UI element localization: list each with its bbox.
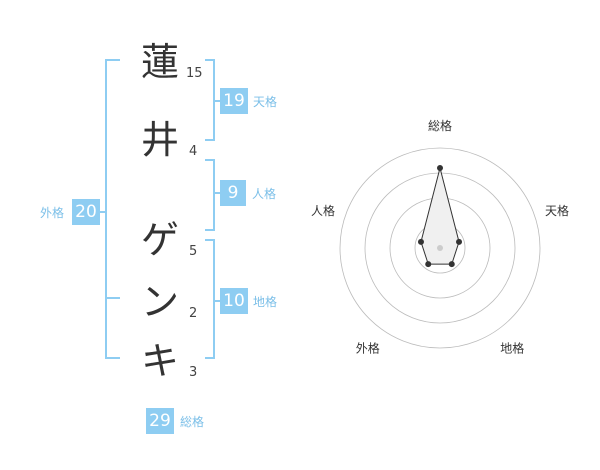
radar-ring-4 bbox=[339, 147, 541, 349]
chikaku-bracket bbox=[205, 239, 215, 359]
radar-axis-label: 天格 bbox=[545, 203, 569, 218]
name-char-5: キ bbox=[140, 339, 179, 383]
radar-axis-label: 地格 bbox=[500, 341, 524, 356]
jinkaku-badge: 9 bbox=[220, 180, 246, 206]
radar-point-2 bbox=[456, 238, 463, 245]
radar-axis-label: 外格 bbox=[356, 341, 380, 356]
name-char-4: ン bbox=[140, 280, 179, 324]
stroke-count-5: 3 bbox=[189, 365, 198, 380]
chikaku-badge: 10 bbox=[220, 288, 248, 314]
stroke-count-1: 15 bbox=[186, 66, 203, 81]
radar-axis-label: 人格 bbox=[311, 203, 335, 218]
name-char-3: ゲ bbox=[140, 218, 179, 262]
chikaku-label: 地格 bbox=[253, 295, 278, 309]
stroke-count-3: 5 bbox=[189, 244, 198, 259]
soukaku-label: 総格 bbox=[180, 415, 205, 429]
gaikaku-badge: 20 bbox=[72, 199, 100, 225]
radar-center-dot bbox=[437, 245, 443, 251]
stroke-count-2: 4 bbox=[189, 144, 198, 159]
stroke-count-4: 2 bbox=[189, 306, 198, 321]
radar-point-3 bbox=[448, 261, 455, 268]
radar-point-1 bbox=[437, 165, 443, 171]
radar-point-4 bbox=[425, 261, 432, 268]
tenkaku-badge: 19 bbox=[220, 88, 248, 114]
soukaku-badge: 29 bbox=[146, 408, 174, 434]
outer-bracket bbox=[105, 59, 120, 359]
tenkaku-label: 天格 bbox=[253, 95, 278, 109]
name-char-2: 井 bbox=[140, 118, 179, 162]
radar-polygon bbox=[420, 167, 460, 265]
jinkaku-bracket bbox=[205, 159, 215, 231]
radar-point-5 bbox=[417, 238, 424, 245]
gaikaku-label: 外格 bbox=[40, 206, 65, 220]
radar-axis-label: 総格 bbox=[428, 118, 452, 133]
name-char-1: 蓮 bbox=[140, 40, 179, 84]
jinkaku-label: 人格 bbox=[252, 187, 277, 201]
